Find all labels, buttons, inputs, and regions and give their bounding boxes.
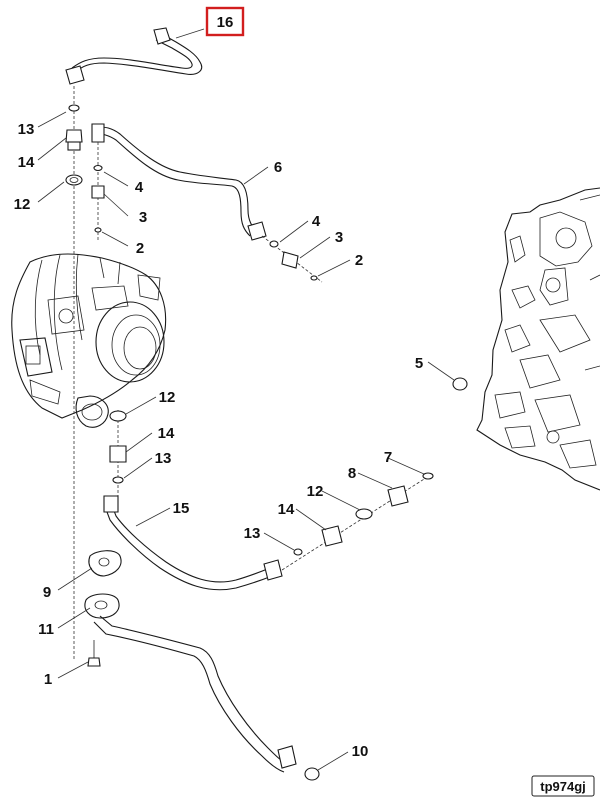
callout-3[interactable]: 3 xyxy=(335,229,343,246)
drain-pipe-15 xyxy=(103,495,283,591)
callout-1[interactable]: 1 xyxy=(44,671,52,688)
bolt-1 xyxy=(87,640,101,667)
callout-13[interactable]: 13 xyxy=(18,121,35,138)
callout-4[interactable]: 4 xyxy=(135,179,144,196)
gasket-and-flange xyxy=(84,550,122,619)
turbocharger xyxy=(11,253,167,428)
callout-12[interactable]: 12 xyxy=(14,196,31,213)
callout-14[interactable]: 14 xyxy=(18,154,35,171)
callout-3[interactable]: 3 xyxy=(139,209,147,226)
callout-13[interactable]: 13 xyxy=(244,525,261,542)
callout-15[interactable]: 15 xyxy=(173,500,190,517)
callout-4[interactable]: 4 xyxy=(312,213,321,230)
reference-code-box: tp974gj xyxy=(531,775,595,797)
callout-9[interactable]: 9 xyxy=(43,584,51,601)
callout-6[interactable]: 6 xyxy=(274,159,282,176)
callout-2[interactable]: 2 xyxy=(355,252,363,269)
callout-16[interactable]: 16 xyxy=(217,14,234,31)
callout-11[interactable]: 11 xyxy=(38,621,54,638)
callout-14[interactable]: 14 xyxy=(278,501,295,518)
callout-8[interactable]: 8 xyxy=(348,465,356,482)
oil-pipe-6 xyxy=(91,123,267,241)
seal-ring-5 xyxy=(452,377,468,391)
callout-2[interactable]: 2 xyxy=(136,240,144,257)
reference-code: tp974gj xyxy=(540,779,586,794)
callout-13[interactable]: 13 xyxy=(155,450,172,467)
callout-12[interactable]: 12 xyxy=(159,389,176,406)
callout-labels: 16 13 14 12 4 3 2 6 4 3 2 5 12 14 13 15 … xyxy=(14,6,423,760)
fitting-stack-right xyxy=(261,235,323,283)
return-pipe-10 xyxy=(93,615,320,781)
callout-12[interactable]: 12 xyxy=(307,483,324,500)
oil-pipe-16 xyxy=(65,27,203,85)
callout-14[interactable]: 14 xyxy=(158,425,175,442)
callout-10[interactable]: 10 xyxy=(352,743,369,760)
fitting-chain-diagonal xyxy=(281,472,434,571)
leader-lines xyxy=(37,28,455,771)
callout-5[interactable]: 5 xyxy=(415,355,423,372)
engine-block xyxy=(476,187,600,491)
fitting-stack-middle xyxy=(91,142,105,240)
fitting-stack-left xyxy=(65,86,83,660)
highlight-box-16 xyxy=(205,6,245,37)
fitting-stack-lower xyxy=(109,410,127,498)
callout-7[interactable]: 7 xyxy=(384,449,392,466)
